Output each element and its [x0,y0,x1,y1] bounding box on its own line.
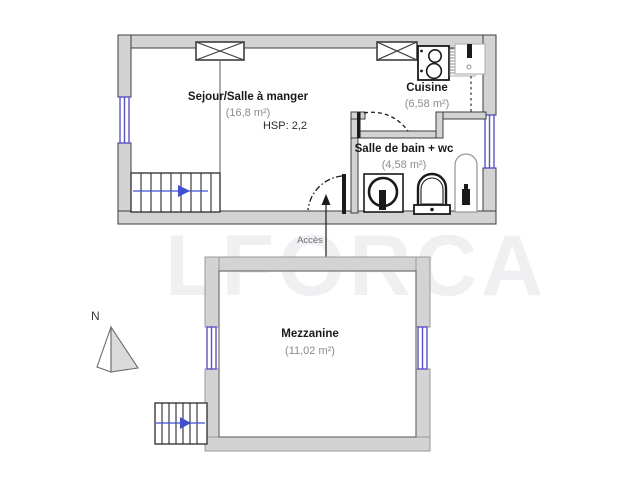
ground-stairs-arrow-head [178,185,190,197]
access-label: Accès [297,235,323,246]
hsp-note: HSP: 2,2 [263,120,307,132]
mezzanine-windows [206,326,428,370]
bathroom-door-arc [363,111,409,132]
salle-de-bain-name: Salle de bain + wc [355,143,454,155]
cuisine-name: Cuisine [406,82,448,94]
shower-cabin-icon [454,153,478,213]
access-annotation: Accès [297,194,331,260]
bathroom-sink-icon [363,173,404,213]
ground-windows [119,96,495,169]
label-mezzanine: Mezzanine (11,02 m²) [281,328,339,357]
bathroom-walls [350,111,487,214]
ground-stairs [130,172,221,213]
label-salle-de-bain: Salle de bain + wc (4,58 m²) [355,143,454,171]
compass-rose: N [91,309,139,373]
entrance-door [307,174,346,214]
mezzanine-outer-walls [204,256,431,452]
salle-de-bain-area: (4,58 m²) [382,159,427,171]
skylight-right [376,41,418,61]
ground-floor-plan: Sejour/Salle à manger (16,8 m²) HSP: 2,2… [117,34,497,225]
mezzanine-stairs-arrow-head [180,417,191,429]
label-hsp: HSP: 2,2 [263,120,307,132]
compass-needle-light [96,326,112,373]
mezzanine-stairs [154,402,208,445]
mezzanine-name: Mezzanine [281,328,339,340]
toilet-icon [413,172,451,215]
entrance-door-arc [307,175,343,211]
label-sejour: Sejour/Salle à manger (16,8 m²) [188,91,309,119]
label-cuisine: Cuisine (6,58 m²) [405,82,450,110]
kitchen-sink-icon [454,43,486,75]
sejour-name: Sejour/Salle à manger [188,91,309,103]
mezzanine-area: (11,02 m²) [285,345,335,357]
sejour-area: (16,8 m²) [226,107,271,119]
compass-north-label: N [91,309,100,323]
skylight-left [195,41,245,61]
mezzanine-floor-plan: Mezzanine (11,02 m²) [154,256,431,452]
compass-needle-dark [110,325,139,373]
cooktop-icon [417,45,450,81]
cuisine-area: (6,58 m²) [405,98,450,110]
